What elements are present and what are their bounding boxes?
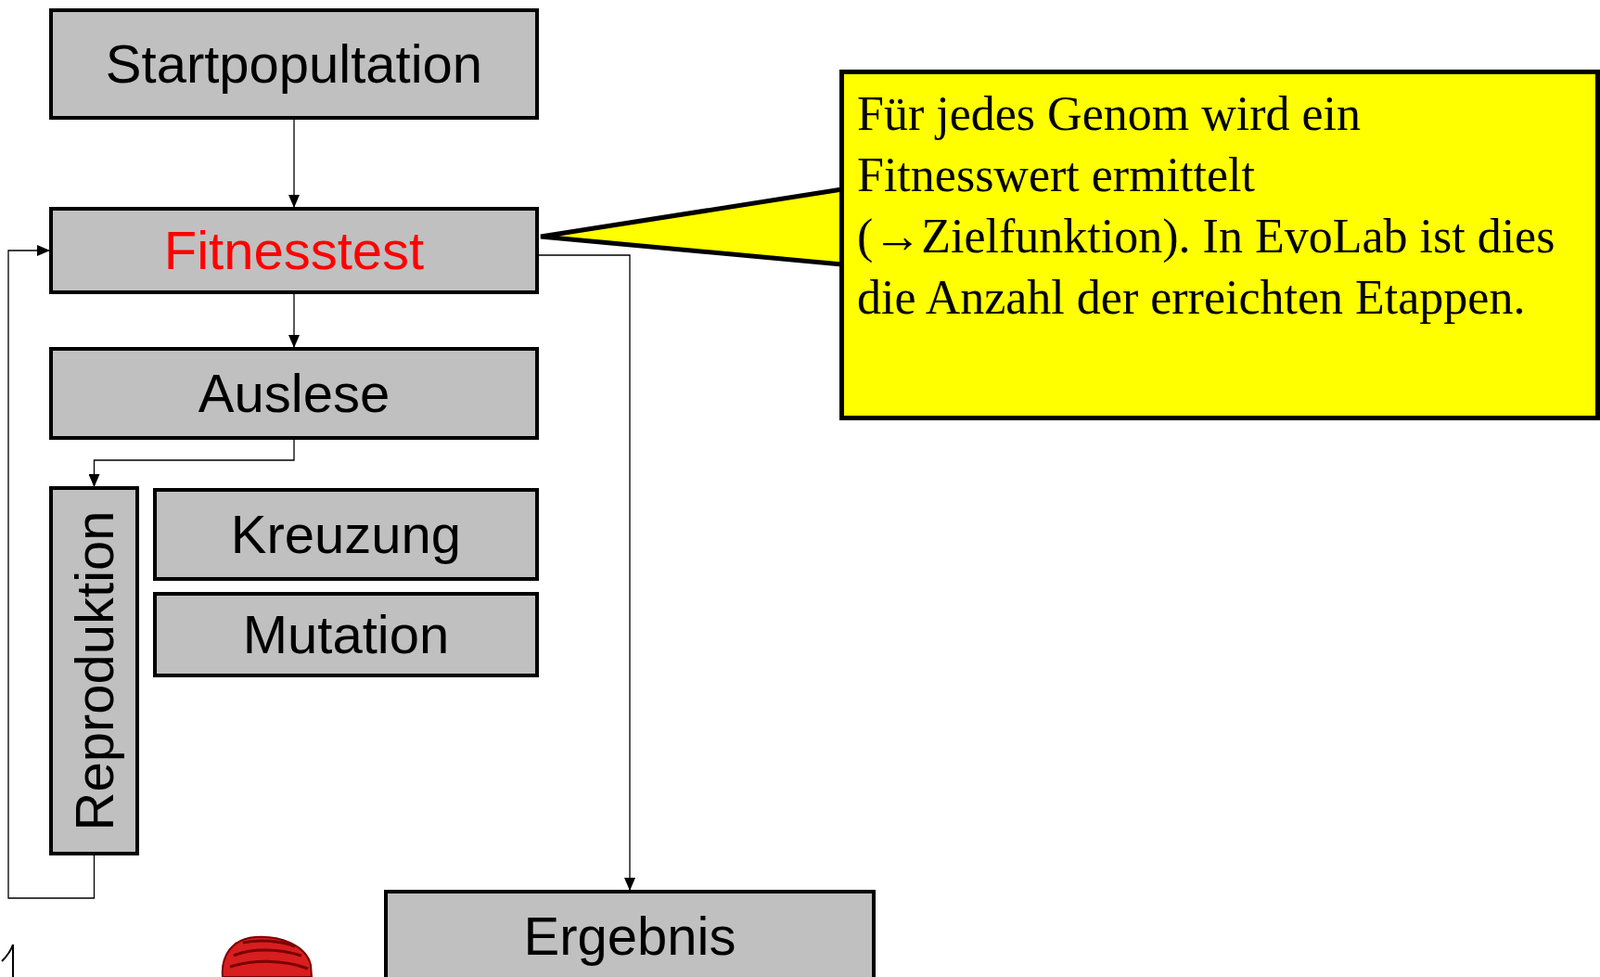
callout-pointer xyxy=(540,189,843,265)
clipart-stroke xyxy=(1,944,13,977)
group-band: Reproduktion xyxy=(49,486,140,856)
node-text: Fitnesstest xyxy=(164,220,424,281)
callout-box: Für jedes Genom wird ein Fitnesswert erm… xyxy=(839,69,1600,421)
flow-arrow xyxy=(293,294,295,347)
process-box: Mutation xyxy=(153,591,539,678)
node-text: Für jedes Genom wird ein Fitnesswert erm… xyxy=(857,83,1585,329)
process-box: Kreuzung xyxy=(153,487,539,581)
process-box: Fitnesstest xyxy=(49,206,539,295)
flow-arrow xyxy=(538,255,630,890)
node-text: Kreuzung xyxy=(230,504,461,564)
process-box: Startpopultation xyxy=(49,8,539,120)
node-text: Ergebnis xyxy=(524,906,737,966)
flow-arrow xyxy=(94,439,295,487)
flow-arrow xyxy=(293,119,295,207)
clipart-figure xyxy=(222,936,312,977)
process-box: Ergebnis xyxy=(384,889,876,977)
node-text: Reproduktion xyxy=(64,510,125,831)
process-box: Auslese xyxy=(49,346,539,440)
node-text: Auslese xyxy=(198,363,390,423)
node-text: Mutation xyxy=(243,604,449,665)
node-text: Startpopultation xyxy=(105,34,483,94)
